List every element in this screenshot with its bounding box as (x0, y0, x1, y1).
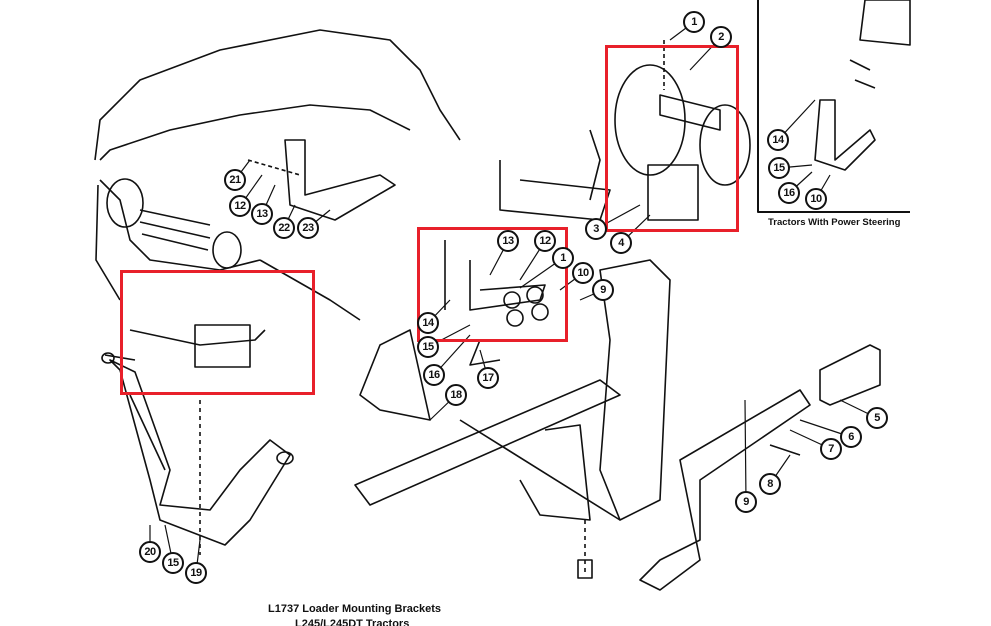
inset-caption: Tractors With Power Steering (768, 217, 901, 228)
inset-frame (757, 0, 910, 213)
diagram-subtitle: L245/L245DT Tractors (295, 618, 410, 626)
callout-10: 10 (572, 262, 594, 284)
tractor-hood-drawing (94, 29, 461, 368)
callout-14: 14 (767, 129, 789, 151)
center-bracket-drawing (444, 240, 549, 366)
callout-3: 3 (585, 218, 607, 240)
callout-12: 12 (229, 195, 251, 217)
inset-bracket-drawing (814, 0, 911, 171)
callout-2: 2 (710, 26, 732, 48)
callout-16: 16 (778, 182, 800, 204)
upper-bracket-drawing (247, 139, 396, 221)
front-bracket-drawing (101, 352, 294, 555)
callout-16: 16 (423, 364, 445, 386)
callout-9: 9 (735, 491, 757, 513)
callout-23: 23 (297, 217, 319, 239)
callout-1: 1 (683, 11, 705, 33)
callout-8: 8 (759, 473, 781, 495)
highlight-box-center-bracket (417, 227, 568, 342)
callout-10: 10 (805, 188, 827, 210)
callout-1: 1 (552, 247, 574, 269)
main-frame-drawing (354, 259, 881, 591)
callout-22: 22 (273, 217, 295, 239)
callout-4: 4 (610, 232, 632, 254)
callout-15: 15 (417, 336, 439, 358)
callout-9: 9 (592, 279, 614, 301)
highlight-box-steering-mount (605, 45, 739, 232)
callout-5: 5 (866, 407, 888, 429)
callout-12: 12 (534, 230, 556, 252)
callout-18: 18 (445, 384, 467, 406)
highlight-box-front-bracket (120, 270, 315, 395)
callout-7: 7 (820, 438, 842, 460)
callout-20: 20 (139, 541, 161, 563)
callout-6: 6 (840, 426, 862, 448)
callout-13: 13 (251, 203, 273, 225)
callout-21: 21 (224, 169, 246, 191)
callout-17: 17 (477, 367, 499, 389)
callout-19: 19 (185, 562, 207, 584)
callout-15: 15 (162, 552, 184, 574)
callout-15: 15 (768, 157, 790, 179)
callout-13: 13 (497, 230, 519, 252)
callout-14: 14 (417, 312, 439, 334)
diagram-title: L1737 Loader Mounting Brackets (268, 603, 441, 615)
